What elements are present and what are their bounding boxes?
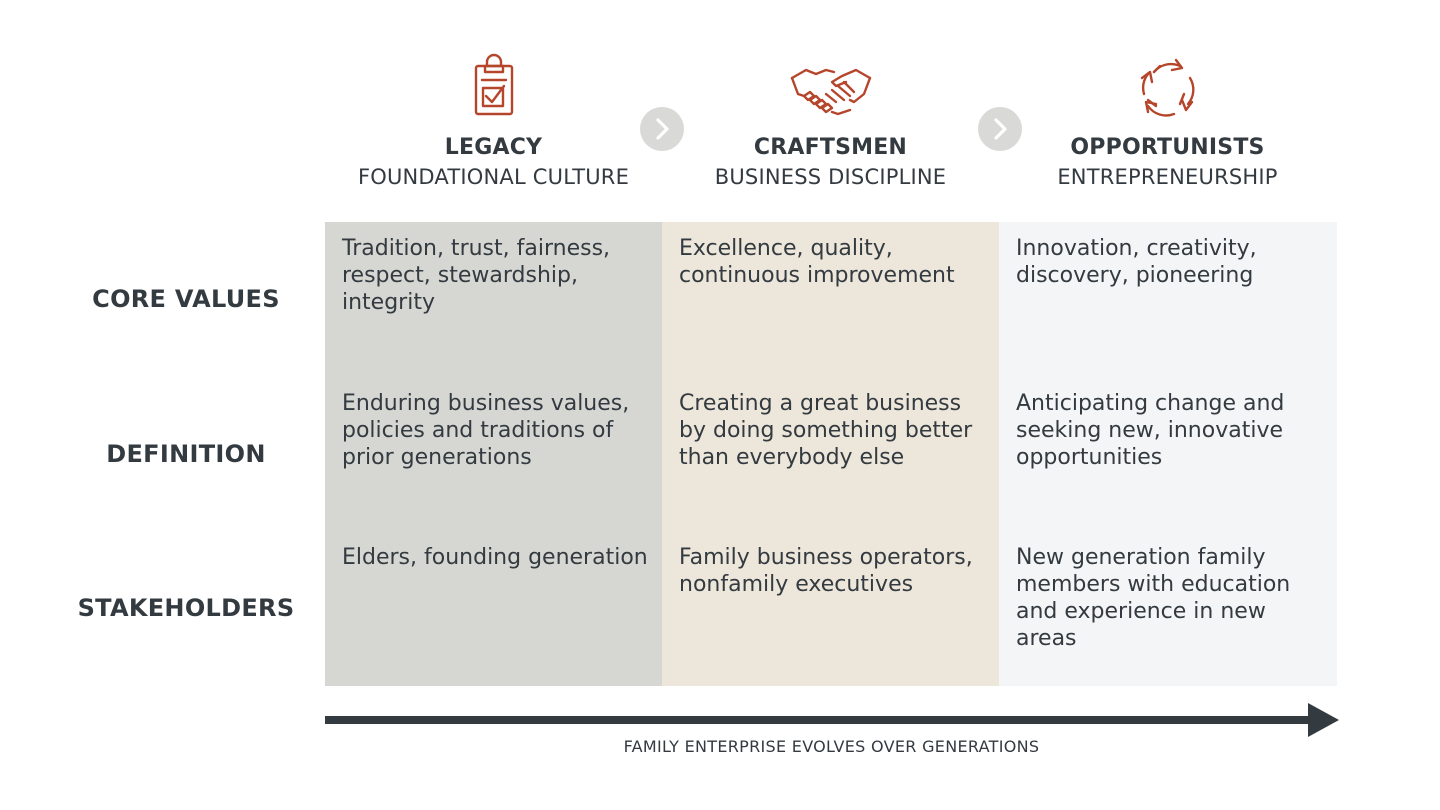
- row-label-stakeholders: STAKEHOLDERS: [77, 594, 295, 622]
- column-subtitle: FOUNDATIONAL CULTURE: [357, 165, 630, 189]
- column-header-opportunists: OPPORTUNISTS ENTREPRENEURSHIP: [999, 52, 1336, 192]
- recycle-arrows-icon: [999, 52, 1336, 124]
- column-title: LEGACY: [444, 135, 543, 160]
- handshake-icon: [662, 52, 999, 124]
- row-label-definition: DEFINITION: [106, 440, 266, 468]
- arrow-right-icon: [1308, 703, 1339, 737]
- row-label-core-values: CORE VALUES: [92, 285, 280, 313]
- cell-core-values-craftsmen: Excellence, quality, continuous improvem…: [679, 236, 955, 288]
- column-subtitle: ENTREPRENEURSHIP: [1057, 165, 1278, 189]
- cell-definition-craftsmen: Creating a great business by doing somet…: [679, 391, 973, 470]
- timeline-caption: FAMILY ENTERPRISE EVOLVES OVER GENERATIO…: [623, 737, 1040, 756]
- cell-stakeholders-craftsmen: Family business operators, nonfamily exe…: [679, 545, 973, 597]
- column-band-craftsmen: [662, 222, 999, 686]
- column-band-legacy: [325, 222, 662, 686]
- clipboard-check-icon: [325, 52, 662, 124]
- cell-stakeholders-opportunists: New generation family members with educa…: [1016, 545, 1291, 651]
- column-header-craftsmen: CRAFTSMEN BUSINESS DISCIPLINE: [662, 52, 999, 192]
- chevron-right-icon: [640, 107, 684, 151]
- column-title: OPPORTUNISTS: [1070, 135, 1265, 160]
- cell-core-values-opportunists: Innovation, creativity, discovery, pione…: [1016, 236, 1257, 288]
- cell-stakeholders-legacy: Elders, founding generation: [342, 545, 648, 570]
- column-band-opportunists: [999, 222, 1337, 686]
- column-subtitle: BUSINESS DISCIPLINE: [714, 165, 947, 189]
- cell-core-values-legacy: Tradition, trust, fairness, respect, ste…: [342, 236, 611, 315]
- timeline-arrow-shaft: [325, 716, 1315, 724]
- column-header-legacy: LEGACY FOUNDATIONAL CULTURE: [325, 52, 662, 192]
- cell-definition-opportunists: Anticipating change and seeking new, inn…: [1016, 391, 1285, 470]
- column-title: CRAFTSMEN: [753, 135, 908, 160]
- chevron-right-icon: [978, 107, 1022, 151]
- cell-definition-legacy: Enduring business values, policies and t…: [342, 391, 630, 470]
